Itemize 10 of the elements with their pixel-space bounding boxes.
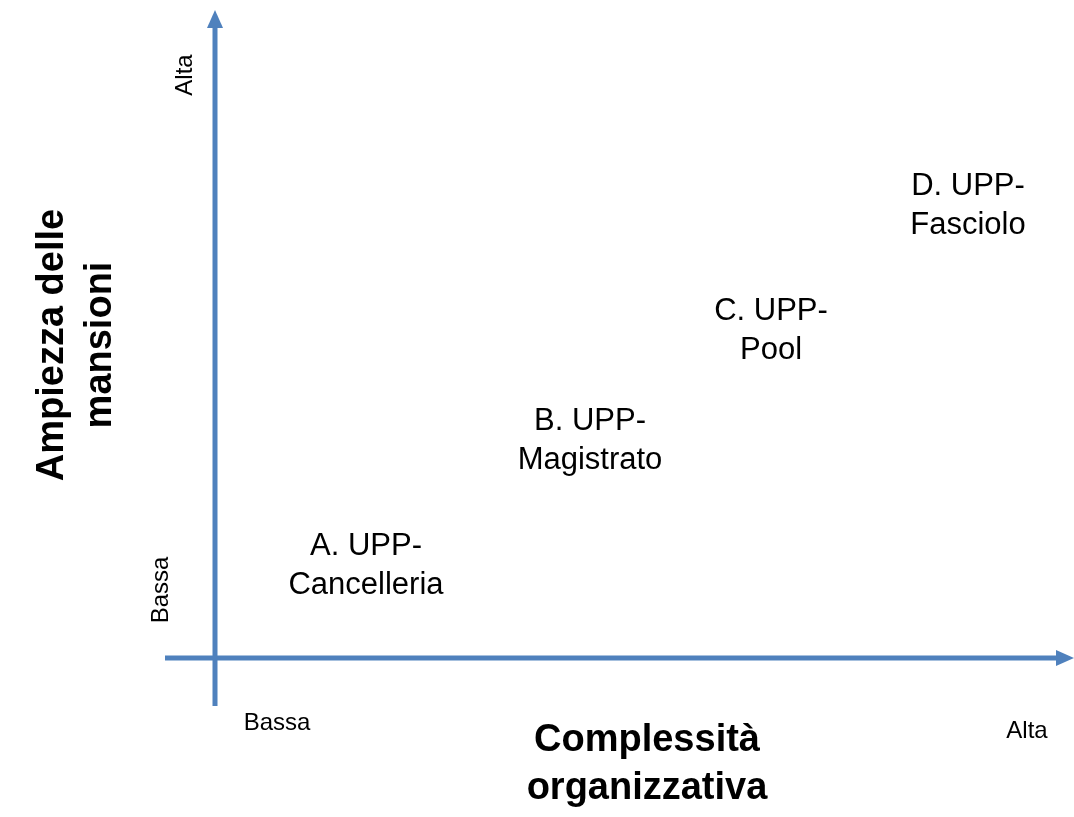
point-label: B. UPP- Magistrato [516, 401, 664, 478]
axis-tick-label: Bassa [242, 707, 312, 737]
point-label: A. UPP- Cancelleria [287, 526, 445, 603]
axis-title: Ampiezza delle mansioni [27, 207, 119, 484]
axis-tick-label: Bassa [145, 555, 174, 626]
axis-tick-label: Alta [1005, 715, 1049, 745]
axis-title: Complessità organizzativa [525, 715, 769, 809]
axis-tick-label: Alta [169, 53, 198, 98]
point-label: C. UPP- Pool [713, 291, 829, 368]
point-label: D. UPP- Fasciolo [909, 166, 1027, 243]
